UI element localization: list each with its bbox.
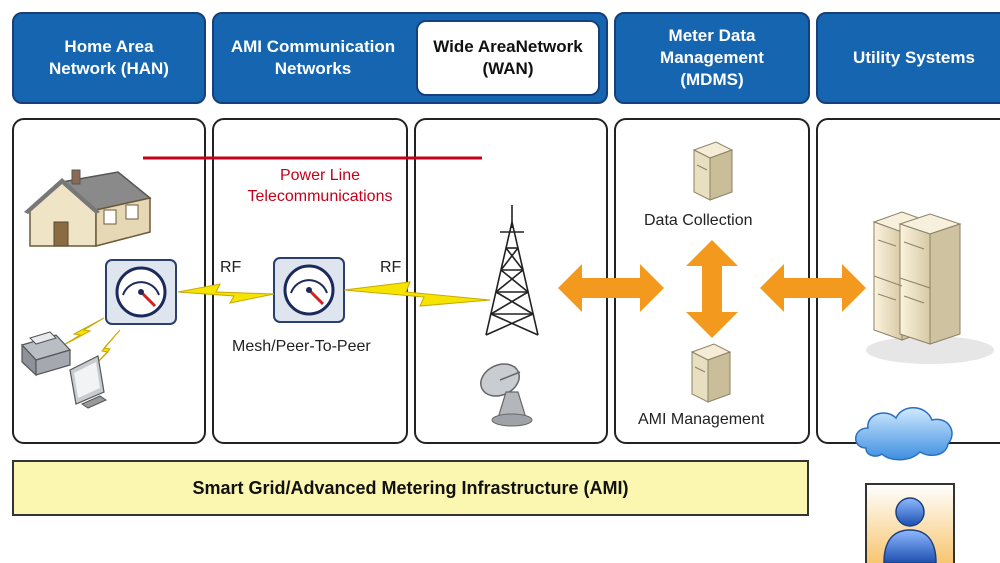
monitor-icon [69, 355, 108, 409]
plc-label-line-1: Power Line [279, 167, 361, 184]
rf-bolt-right-icon [343, 281, 491, 307]
header-han-line-2: Network (HAN) [49, 59, 169, 78]
user-person-icon [865, 483, 955, 563]
header-ami-line-1: AMI Communication [230, 36, 396, 56]
rf-label-right: RF [380, 259, 402, 276]
ami-management-label: AMI Management [638, 411, 765, 428]
rf-bolt-left-icon [177, 283, 275, 304]
mesh-label: Mesh/Peer-To-Peer [232, 338, 371, 355]
footer-banner-label: Smart Grid/Advanced Metering Infrastruct… [192, 477, 629, 498]
plc-label-line-2: Telecommunications [247, 187, 393, 205]
satellite-dish-icon [480, 363, 533, 427]
printer-icon [20, 331, 72, 377]
cloud-icon [855, 407, 953, 461]
rf-bolt-printer-icon [61, 317, 105, 347]
server-data-collection-icon [692, 141, 734, 201]
double-arrow-mdms-utility-icon [760, 264, 866, 312]
server-ami-management-icon [690, 343, 732, 403]
header-utility-label: Utility Systems [853, 47, 975, 67]
rf-label-left: RF [220, 259, 242, 276]
header-utility: Utility Systems [816, 12, 1000, 104]
plc-label: Power Line Telecommunications [220, 166, 420, 208]
radio-tower-icon [485, 205, 539, 336]
header-mdms-line-1: Meter Data [668, 25, 756, 45]
footer-banner: Smart Grid/Advanced Metering Infrastruct… [12, 460, 809, 516]
server-rack-icon [866, 211, 994, 364]
header-ami-line-2: Networks [274, 59, 352, 78]
meter-han-icon [105, 259, 177, 325]
data-collection-label: Data Collection [644, 212, 753, 229]
header-wan: Wide AreaNetwork (WAN) [416, 20, 600, 96]
header-mdms-line-3: (MDMS) [680, 70, 744, 90]
meter-mesh-icon [273, 257, 345, 323]
double-arrow-vertical-icon [686, 240, 738, 338]
header-han-line-1: Home Area [64, 36, 154, 56]
header-wan-line-2: Network (WAN) [482, 36, 583, 78]
house-icon [24, 169, 152, 247]
header-wan-line-1: Wide Area [433, 36, 516, 56]
header-mdms-line-2: Management [660, 47, 764, 67]
double-arrow-wan-mdms-icon [558, 264, 664, 312]
